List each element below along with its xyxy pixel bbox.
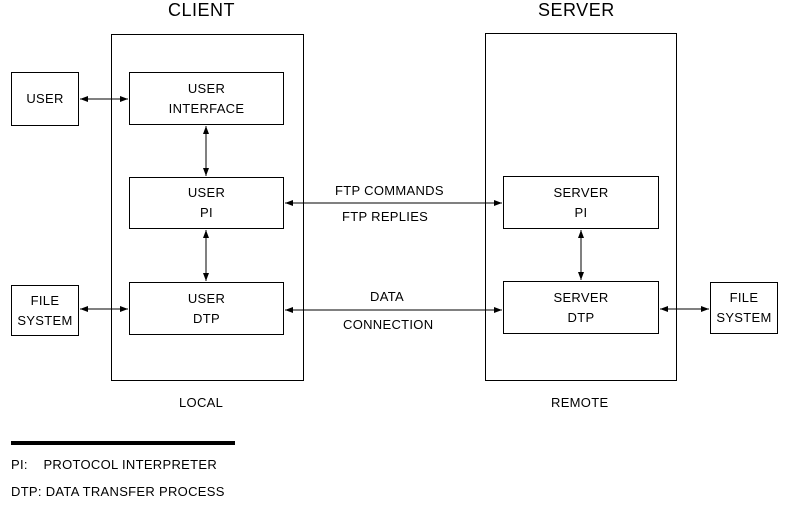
legend-dtp: DTP: DATA TRANSFER PROCESS: [11, 484, 225, 499]
server-title: SERVER: [538, 0, 615, 20]
user-interface-label: USER INTERFACE: [168, 80, 245, 116]
file-system-left-box: FILE SYSTEM: [11, 285, 79, 336]
local-label: LOCAL: [179, 395, 224, 410]
file-system-left-label: FILE SYSTEM: [17, 292, 73, 328]
legend-divider: [11, 441, 235, 445]
client-title: CLIENT: [168, 0, 236, 20]
ftp-commands-label: FTP COMMANDS: [335, 183, 444, 198]
legend-pi: PI: PROTOCOL INTERPRETER: [11, 457, 218, 472]
user-dtp-label: USER DTP: [187, 290, 226, 326]
user-pi-box: USER PI: [129, 177, 284, 229]
user-box: USER: [11, 72, 79, 126]
user-dtp-box: USER DTP: [129, 282, 284, 335]
remote-label: REMOTE: [551, 395, 609, 410]
server-pi-label: SERVER PI: [553, 184, 609, 220]
ftp-replies-label: FTP REPLIES: [342, 209, 429, 224]
data-label: DATA: [370, 289, 404, 304]
user-interface-box: USER INTERFACE: [129, 72, 284, 125]
server-dtp-box: SERVER DTP: [503, 281, 659, 334]
server-dtp-label: SERVER DTP: [553, 289, 609, 325]
file-system-right-box: FILE SYSTEM: [710, 282, 778, 334]
server-pi-box: SERVER PI: [503, 176, 659, 229]
connection-label: CONNECTION: [343, 317, 434, 332]
user-box-label: USER: [26, 91, 64, 106]
user-pi-label: USER PI: [187, 185, 226, 220]
file-system-right-label: FILE SYSTEM: [716, 290, 772, 325]
